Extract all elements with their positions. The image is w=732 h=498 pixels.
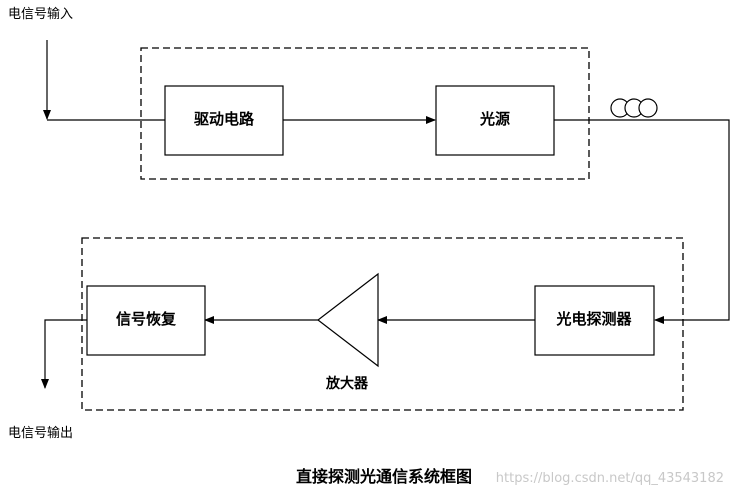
amplifier-symbol [317, 272, 379, 368]
diagram-caption: 直接探测光通信系统框图 [296, 467, 472, 486]
photodetector-label: 光电探测器 [555, 310, 632, 328]
photodetector-block [534, 285, 655, 356]
drive-circuit-block [164, 85, 284, 156]
input-label: 电信号输入 [8, 6, 73, 22]
light-source-block [435, 85, 555, 156]
output-arrow [41, 319, 87, 389]
watermark: https://blog.csdn.net/qq_43543182 [496, 471, 724, 486]
light-source-label: 光源 [479, 110, 510, 128]
fiber-link [554, 119, 730, 324]
output-label: 电信号输出 [8, 425, 73, 441]
fiber-coil-icon [610, 98, 658, 118]
receiver-group [81, 237, 684, 411]
signal-recovery-block [86, 285, 206, 356]
amplifier-label: 放大器 [325, 375, 369, 392]
signal-recovery-label: 信号恢复 [116, 310, 177, 328]
transmitter-group [140, 47, 590, 180]
drive-circuit-label: 驱动电路 [194, 110, 255, 128]
